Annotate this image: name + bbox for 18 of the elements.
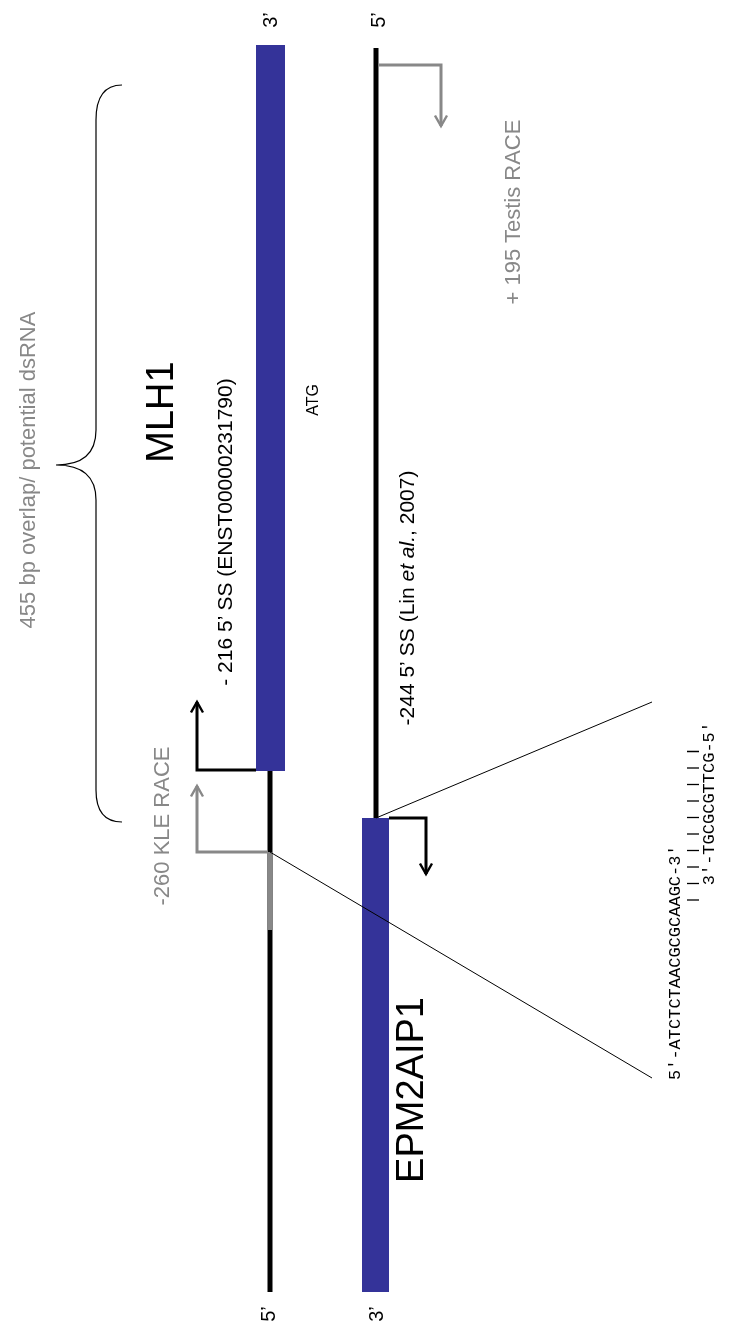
strand-end-label: 5’: [368, 12, 388, 28]
sequence-text: 5′-ATCTCTAACGCGCAAGC-3′: [666, 845, 685, 1080]
gene-name: MLH1: [141, 361, 179, 463]
leader-line: [269, 851, 653, 1079]
strand-end-label: 3’: [260, 12, 280, 28]
gene-name: EPM2AIP1: [391, 997, 429, 1183]
overlap-label: 455 bp overlap/ potential dsRNA: [17, 311, 39, 629]
splice-site-label: -244 5’ SS (Lin et al., 2007): [395, 470, 417, 726]
race-label: -260 KLE RACE: [151, 746, 173, 906]
strand-end-label: 5’: [258, 1306, 278, 1322]
gene-drawing: [256, 45, 285, 1292]
race-label: + 195 Testis RACE: [502, 119, 524, 305]
gene-drawing: [362, 48, 389, 1292]
codon-label: ATG: [305, 384, 321, 416]
sequence-text: 3′-TGCGCGTTCG-5′: [700, 722, 719, 886]
leader-line: [375, 701, 653, 819]
splice-site-label: - 216 5’ SS (ENST00000231790): [213, 378, 235, 686]
strand-end-label: 3’: [366, 1306, 386, 1322]
